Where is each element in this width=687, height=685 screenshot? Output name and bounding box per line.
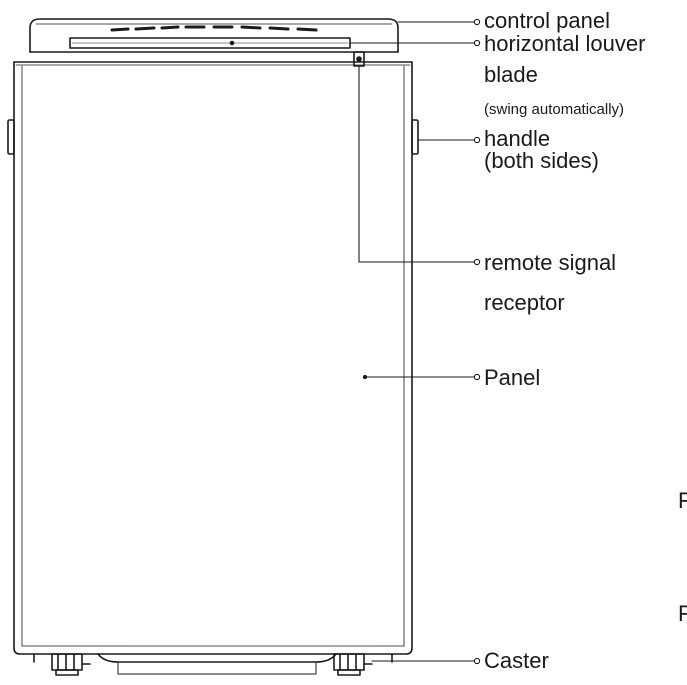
label-receptor-line1: remote signal	[484, 250, 617, 275]
louver-blade	[69, 37, 351, 49]
control-buttons	[110, 25, 318, 32]
bottom-skirt	[97, 653, 337, 675]
caster-left	[51, 653, 91, 676]
handle-right	[411, 119, 419, 155]
cut-off-text-2: F	[678, 601, 687, 626]
label-handle-line1: handle	[484, 126, 551, 151]
label-receptor-line2: receptor	[484, 290, 565, 315]
feet	[33, 653, 393, 663]
label-louver-line2: blade	[484, 62, 538, 87]
label-control-panel: control panel	[484, 8, 610, 33]
unit-body	[13, 61, 413, 655]
leader-lines	[349, 18, 481, 665]
label-caster: Caster	[484, 648, 549, 673]
label-handle-line2: (both sides)	[484, 148, 599, 173]
control-panel-housing	[29, 18, 399, 53]
label-louver-note: (swing automatically)	[484, 101, 625, 118]
caster-right	[333, 653, 373, 676]
label-panel: Panel	[484, 365, 541, 390]
remote-signal-receptor	[353, 51, 365, 67]
label-louver-line1: horizontal louver	[484, 31, 646, 56]
handle-left	[7, 119, 15, 155]
cut-off-text-1: F	[678, 488, 687, 513]
